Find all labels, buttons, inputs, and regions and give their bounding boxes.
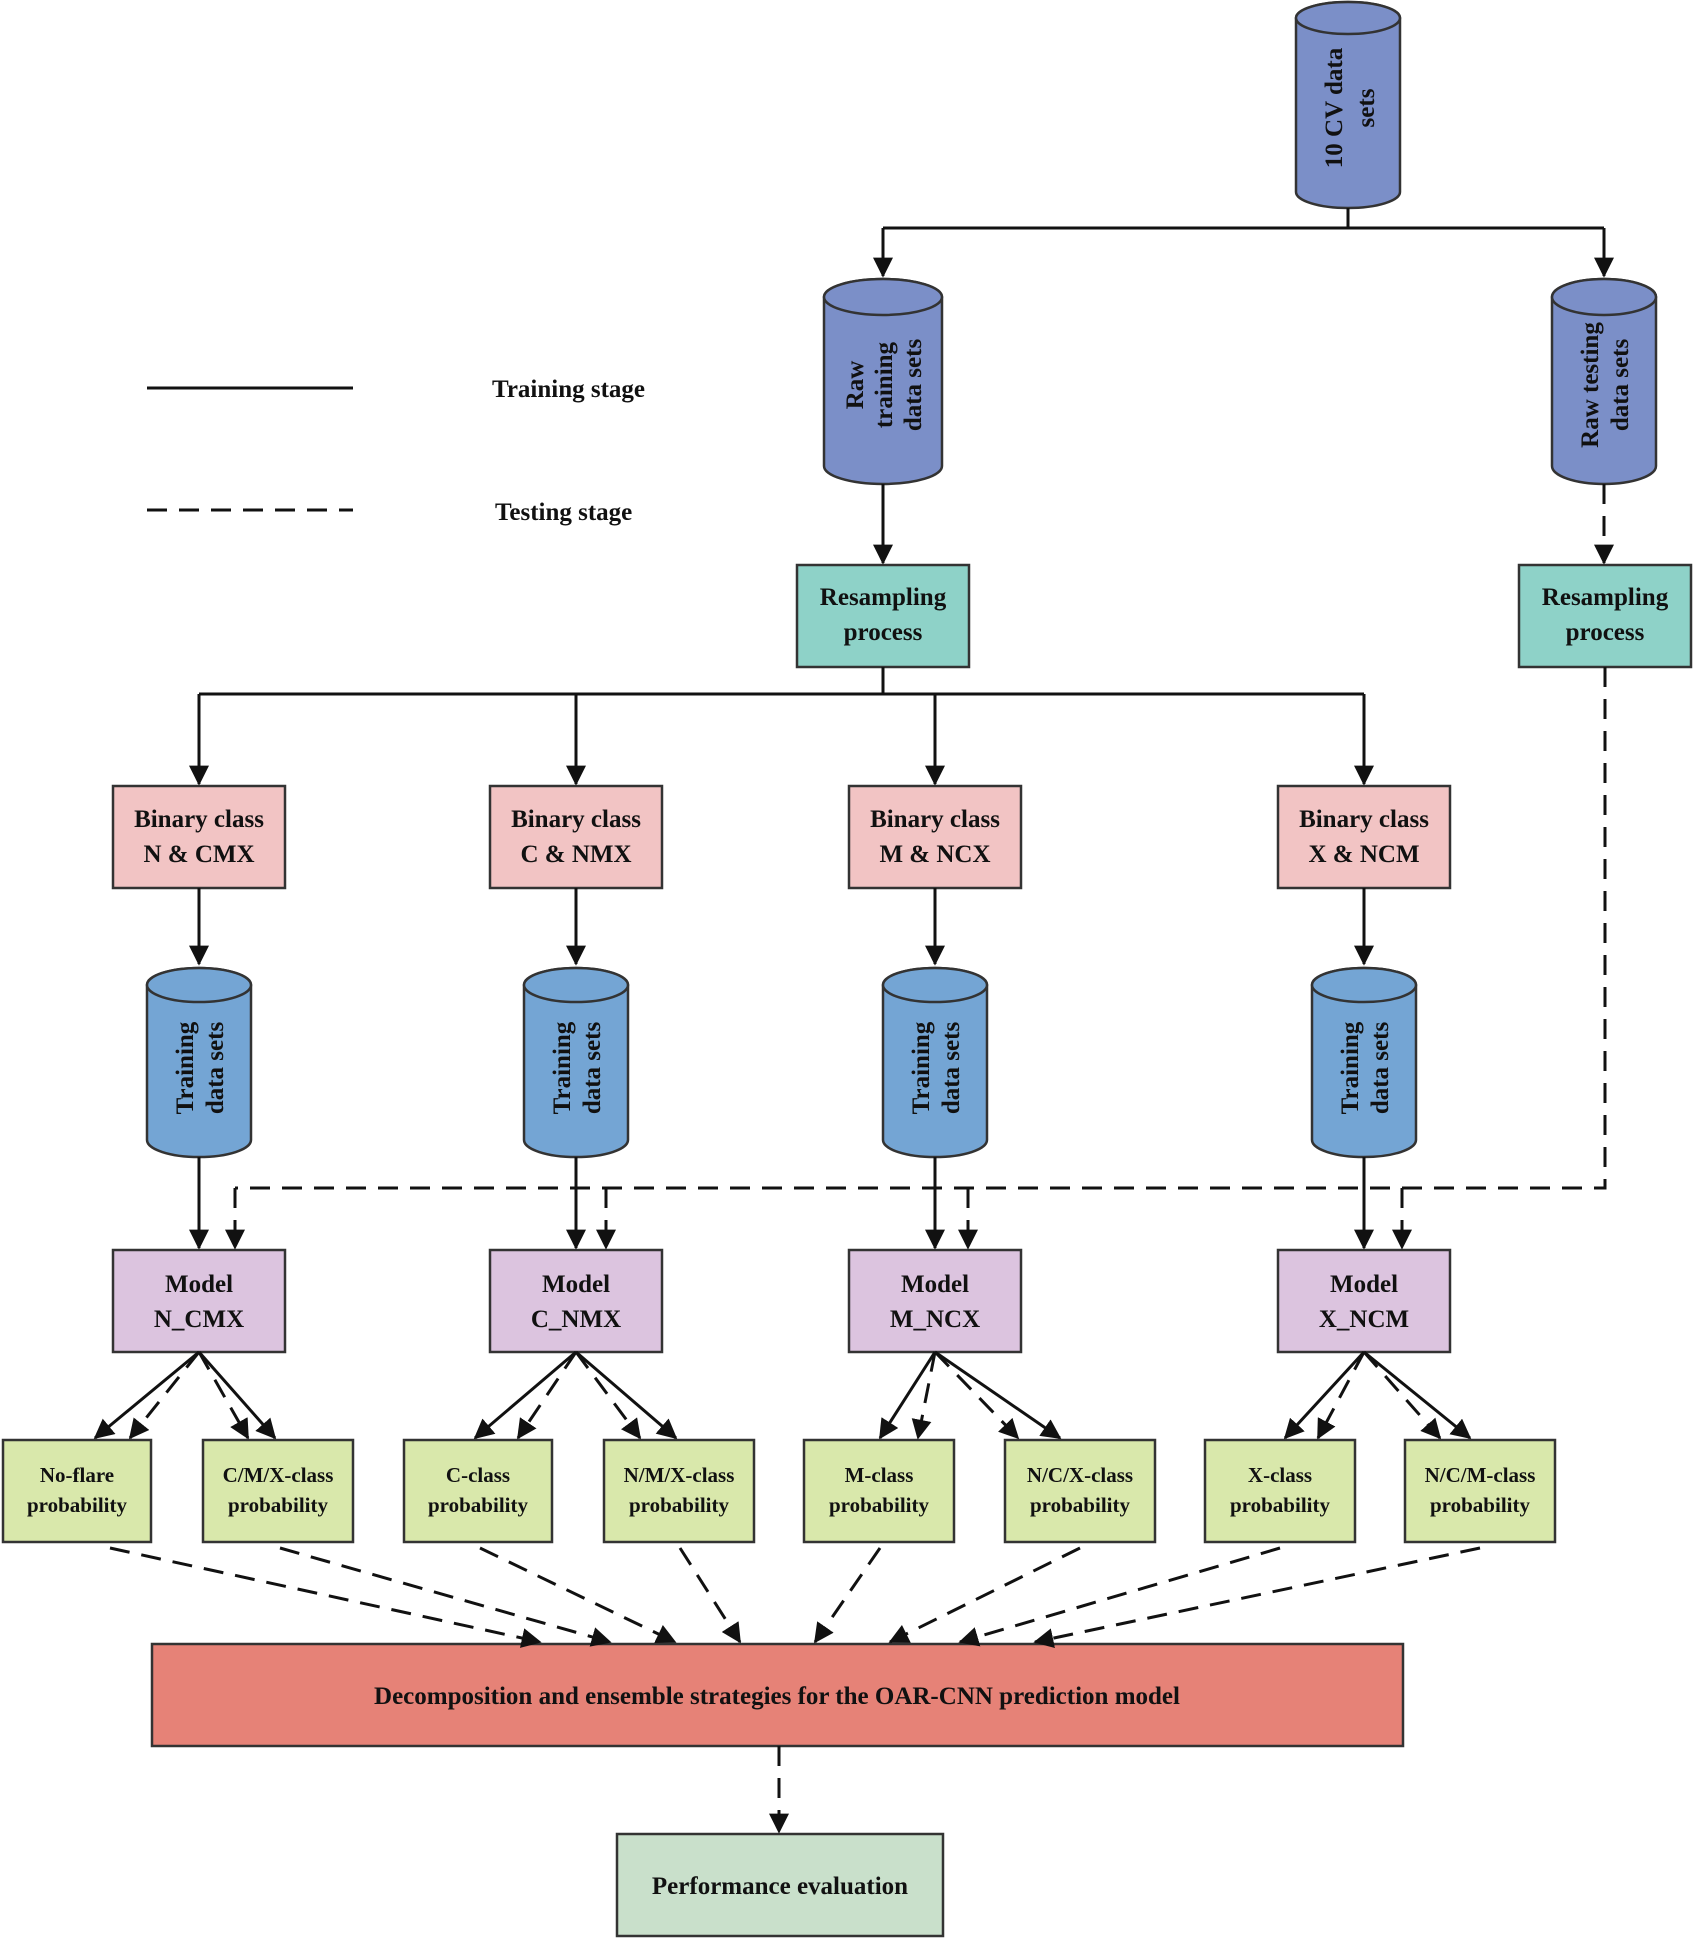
model-line1: Model	[901, 1271, 969, 1298]
probability-box-a: M-class probability	[802, 1438, 956, 1544]
resampling-right-box: Resampling process	[1517, 563, 1693, 669]
binary-class-line2: C & NMX	[520, 841, 631, 868]
branch-n-cmx: Binary class N & CMX Training data sets …	[1, 784, 355, 1544]
training-data-cylinder: Training data sets	[522, 966, 630, 1159]
probability-a-line2: probability	[27, 1493, 127, 1517]
probability-a-line2: probability	[428, 1493, 528, 1517]
model-line1: Model	[1330, 1271, 1398, 1298]
raw-training-label-line3: data sets	[900, 339, 927, 432]
probability-a-line2: probability	[829, 1493, 929, 1517]
training-data-line2: data sets	[938, 1022, 965, 1115]
binary-class-box: Binary class M & NCX	[847, 784, 1023, 890]
ensemble-box: Decomposition and ensemble strategies fo…	[150, 1642, 1405, 1748]
model-line2: M_NCX	[890, 1306, 980, 1333]
model-line1: Model	[165, 1271, 233, 1298]
probability-b-line1: N/C/M-class	[1425, 1463, 1536, 1487]
raw-training-cylinder: Raw training data sets	[822, 277, 944, 486]
training-data-line1: Training	[1337, 1021, 1364, 1114]
probability-a-line1: C-class	[446, 1463, 510, 1487]
probability-box-a: No-flare probability	[1, 1438, 153, 1544]
binary-class-box: Binary class X & NCM	[1276, 784, 1452, 890]
branch-c-nmx: Binary class C & NMX Training data sets …	[402, 784, 756, 1544]
probability-a-line1: M-class	[845, 1463, 914, 1487]
model-box: Model M_NCX	[847, 1248, 1023, 1354]
raw-testing-cylinder: Raw testing data sets	[1550, 277, 1658, 486]
cv-data-label-line2: sets	[1353, 88, 1380, 127]
legend: Training stage Testing stage	[147, 376, 645, 526]
ensemble-label: Decomposition and ensemble strategies fo…	[374, 1683, 1180, 1710]
training-data-cylinder: Training data sets	[881, 966, 989, 1159]
evaluation-label: Performance evaluation	[652, 1873, 908, 1900]
model-line1: Model	[542, 1271, 610, 1298]
probability-b-line2: probability	[228, 1493, 328, 1517]
binary-class-box: Binary class N & CMX	[111, 784, 287, 890]
model-box: Model C_NMX	[488, 1248, 664, 1354]
model-box: Model N_CMX	[111, 1248, 287, 1354]
probability-a-line1: X-class	[1248, 1463, 1312, 1487]
raw-testing-label-line2: data sets	[1607, 339, 1634, 432]
probability-box-a: X-class probability	[1203, 1438, 1357, 1544]
training-data-line2: data sets	[579, 1022, 606, 1115]
training-data-line2: data sets	[202, 1022, 229, 1115]
training-data-cylinder: Training data sets	[145, 966, 253, 1159]
cv-data-cylinder: 10 CV data sets	[1294, 0, 1402, 210]
probability-box-b: N/M/X-class probability	[602, 1438, 756, 1544]
resampling-left-line1: Resampling	[820, 584, 947, 611]
binary-class-box: Binary class C & NMX	[488, 784, 664, 890]
probability-b-line1: N/C/X-class	[1027, 1463, 1133, 1487]
raw-testing-label-line1: Raw testing	[1577, 322, 1604, 448]
training-data-line2: data sets	[1367, 1022, 1394, 1115]
probability-b-line2: probability	[1430, 1493, 1530, 1517]
probability-a-line2: probability	[1230, 1493, 1330, 1517]
model-box: Model X_NCM	[1276, 1248, 1452, 1354]
cv-data-label-line1: 10 CV data	[1321, 47, 1348, 168]
training-edges	[93, 208, 1614, 1440]
branch-m-ncx: Binary class M & NCX Training data sets …	[802, 784, 1157, 1544]
resampling-right-line1: Resampling	[1542, 584, 1669, 611]
evaluation-box: Performance evaluation	[615, 1832, 945, 1938]
training-data-cylinder: Training data sets	[1310, 966, 1418, 1159]
branch-x-ncm: Binary class X & NCM Training data sets …	[1203, 784, 1557, 1544]
probability-b-line2: probability	[629, 1493, 729, 1517]
binary-class-line1: Binary class	[870, 806, 1000, 833]
raw-training-label-line2: training	[871, 341, 898, 428]
resampling-left-box: Resampling process	[795, 563, 971, 669]
binary-class-line1: Binary class	[1299, 806, 1429, 833]
probability-box-b: N/C/M-class probability	[1403, 1438, 1557, 1544]
training-data-line1: Training	[908, 1021, 935, 1114]
binary-class-line2: N & CMX	[143, 841, 254, 868]
binary-class-line1: Binary class	[511, 806, 641, 833]
training-data-line1: Training	[549, 1021, 576, 1114]
raw-training-label-line1: Raw	[842, 361, 869, 410]
model-line2: N_CMX	[154, 1306, 244, 1333]
probability-a-line1: No-flare	[40, 1463, 114, 1487]
probability-b-line1: C/M/X-class	[223, 1463, 334, 1487]
testing-edges	[109, 484, 1614, 1834]
probability-box-b: N/C/X-class probability	[1003, 1438, 1157, 1544]
model-line2: X_NCM	[1319, 1306, 1409, 1333]
probability-b-line1: N/M/X-class	[624, 1463, 735, 1487]
probability-box-a: C-class probability	[402, 1438, 554, 1544]
model-line2: C_NMX	[531, 1306, 621, 1333]
binary-class-line2: M & NCX	[879, 841, 990, 868]
legend-testing-label: Testing stage	[495, 499, 632, 526]
probability-box-b: C/M/X-class probability	[201, 1438, 355, 1544]
resampling-right-line2: process	[1566, 619, 1645, 646]
binary-class-line1: Binary class	[134, 806, 264, 833]
training-data-line1: Training	[172, 1021, 199, 1114]
legend-training-label: Training stage	[492, 376, 645, 403]
binary-class-line2: X & NCM	[1308, 841, 1419, 868]
probability-b-line2: probability	[1030, 1493, 1130, 1517]
resampling-left-line2: process	[844, 619, 923, 646]
